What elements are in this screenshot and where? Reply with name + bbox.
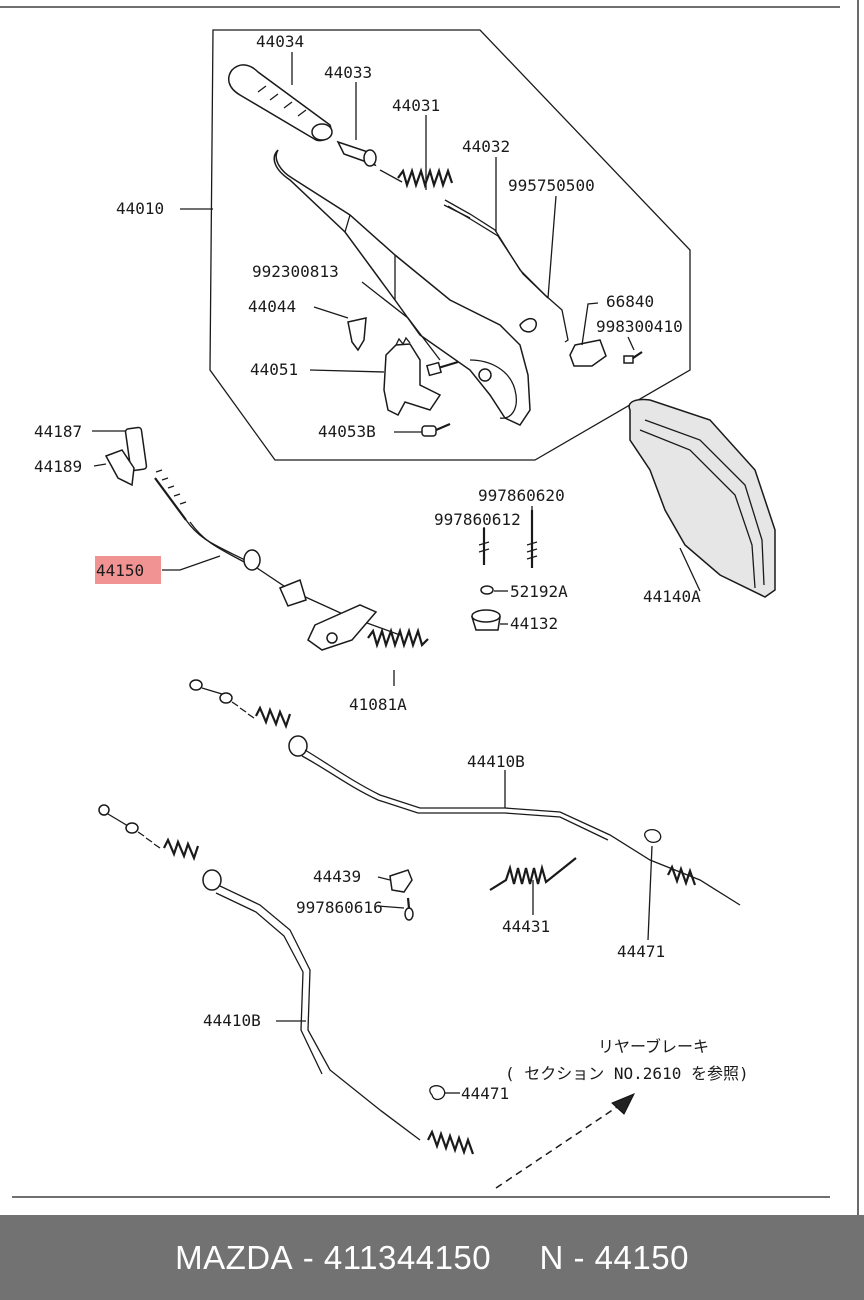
label-44410B-upper: 44410B: [467, 752, 525, 771]
front-cable-44150: [154, 469, 401, 651]
grip-44034: [227, 64, 333, 142]
screw-997860620: [526, 510, 538, 568]
clip-44471-right: [644, 828, 662, 844]
reference-arrow-head: [611, 1093, 636, 1115]
label-997860616: 997860616: [296, 898, 383, 917]
screw-997860612: [478, 528, 490, 565]
button-44033: [336, 140, 377, 167]
label-52192A: 52192A: [510, 582, 568, 601]
rear-brake-note-title: リヤーブレーキ: [598, 1037, 709, 1056]
label-997860612: 997860612: [434, 510, 521, 529]
rod-44032-edge: [447, 205, 549, 299]
bolt-997860616: [404, 897, 414, 921]
bracket-66840: [569, 339, 607, 367]
rear-cable-lower-44410B: [98, 804, 475, 1156]
label-44032: 44032: [462, 137, 510, 156]
footer-code: 44150: [594, 1238, 689, 1276]
label-997860620: 997860620: [478, 486, 565, 505]
label-44031: 44031: [392, 96, 440, 115]
footer-separator-2: -: [563, 1238, 595, 1276]
footer-brand: MAZDA: [175, 1238, 294, 1276]
footer-part-number: 411344150: [323, 1238, 492, 1276]
ratchet-plate-44051: [383, 343, 442, 416]
leader-lines: [92, 52, 701, 1094]
label-44471-bottom: 44471: [461, 1084, 509, 1103]
label-44431: 44431: [502, 917, 550, 936]
footer-code-prefix: N: [539, 1238, 564, 1276]
pawl-44044: [347, 317, 367, 352]
clip-44471-bottom: [429, 1085, 446, 1101]
bolt-992300813: [425, 360, 459, 377]
label-66840: 66840: [606, 292, 654, 311]
lever-44010: [273, 149, 531, 426]
spring-41081A: [367, 627, 429, 649]
label-44053B: 44053B: [318, 422, 376, 441]
reference-arrow-line: [495, 1104, 621, 1189]
rear-brake-note-reference: ( セクション NO.2610 を参照): [505, 1064, 749, 1083]
parts-diagram: 44034 44033 44031 44032 995750500 44010 …: [0, 0, 859, 1215]
label-44140A: 44140A: [643, 587, 701, 606]
lever-assembly-box: [209, 29, 691, 461]
grommet-44132: [470, 609, 501, 631]
washer-52192A: [480, 585, 494, 595]
label-44132: 44132: [510, 614, 558, 633]
label-44034: 44034: [256, 32, 304, 51]
pin-44053B: [421, 422, 451, 437]
label-44150: 44150: [96, 561, 144, 580]
label-41081A: 41081A: [349, 695, 407, 714]
spring-44431: [489, 857, 577, 891]
rear-cable-upper-44410B: [189, 679, 741, 906]
retainer-44189: [104, 449, 135, 487]
footer-separator-1: -: [293, 1238, 324, 1276]
label-9957505: 995750500: [508, 176, 595, 195]
footer-gap: [491, 1239, 539, 1277]
label-44187: 44187: [34, 422, 82, 441]
label-44439: 44439: [313, 867, 361, 886]
clip-995750500: [519, 318, 537, 333]
label-44044: 44044: [248, 297, 296, 316]
label-992300813: 992300813: [252, 262, 339, 281]
mat-44140A: [628, 398, 776, 598]
label-44189: 44189: [34, 457, 82, 476]
label-44033: 44033: [324, 63, 372, 82]
screw-998300410: [623, 351, 643, 364]
label-44051: 44051: [250, 360, 298, 379]
label-44471-right: 44471: [617, 942, 665, 961]
clip-44439: [389, 869, 413, 893]
label-44410B-lower: 44410B: [203, 1011, 261, 1030]
boot-44187: [124, 426, 148, 472]
label-44010: 44010: [116, 199, 164, 218]
label-998300410: 998300410: [596, 317, 683, 336]
ratchet-teeth: [395, 336, 411, 346]
label-highlight: [95, 556, 161, 584]
footer-bar: MAZDA - 411344150 N - 44150: [0, 1215, 864, 1300]
